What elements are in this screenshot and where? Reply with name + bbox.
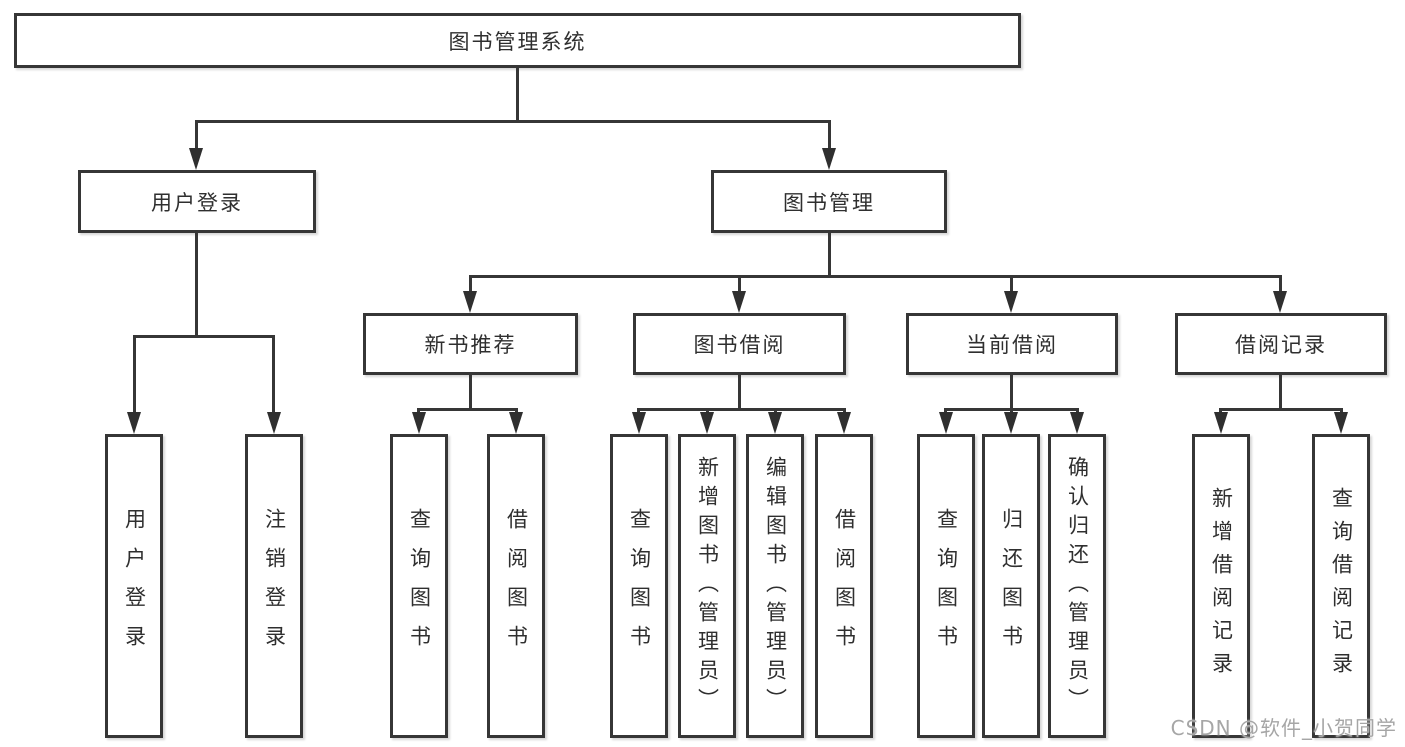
edge-line (195, 120, 831, 123)
node-library-system: 图书管理系统 (14, 13, 1021, 68)
edge-line (195, 120, 198, 150)
leaf-borrow-books-recommend: 借阅图书 (487, 434, 545, 738)
arrow-down-icon (1004, 412, 1018, 434)
leaf-label: 借阅图书 (504, 508, 529, 664)
edge-line (1010, 275, 1013, 293)
leaf-label: 新增借阅记录 (1209, 487, 1234, 685)
leaf-add-book-admin: 新增图书（管理员） (678, 434, 736, 738)
leaf-query-books-borrowing: 查询图书 (610, 434, 668, 738)
arrow-down-icon (732, 291, 746, 313)
leaf-return-books: 归还图书 (982, 434, 1040, 738)
leaf-label: 查询图书 (407, 508, 432, 664)
leaf-logout-login: 注销登录 (245, 434, 303, 738)
arrow-down-icon (1273, 291, 1287, 313)
edge-line (1279, 275, 1282, 293)
arrow-down-icon (463, 291, 477, 313)
leaf-label: 用户登录 (122, 508, 147, 664)
leaf-query-books-current: 查询图书 (917, 434, 975, 738)
edge-line (738, 375, 741, 409)
leaf-label: 借阅图书 (832, 508, 857, 664)
arrow-down-icon (822, 148, 836, 170)
edge-line (828, 233, 831, 277)
arrow-down-icon (509, 412, 523, 434)
leaf-label: 编辑图书（管理员） (763, 455, 788, 717)
edge-line (195, 233, 198, 336)
leaf-user-login: 用户登录 (105, 434, 163, 738)
leaf-label: 查询借阅记录 (1329, 487, 1354, 685)
leaf-label: 确认归还（管理员） (1065, 455, 1090, 717)
node-borrowing-records: 借阅记录 (1175, 313, 1387, 375)
leaf-add-borrow-record: 新增借阅记录 (1192, 434, 1250, 738)
arrow-down-icon (837, 412, 851, 434)
arrow-down-icon (267, 412, 281, 434)
arrow-down-icon (1214, 412, 1228, 434)
edge-line (828, 120, 831, 150)
arrow-down-icon (189, 148, 203, 170)
arrow-down-icon (768, 412, 782, 434)
edge-line (469, 275, 472, 293)
node-current-borrowing: 当前借阅 (906, 313, 1118, 375)
node-user-login: 用户登录 (78, 170, 316, 233)
edge-line (417, 408, 518, 411)
edge-line (738, 275, 741, 293)
arrow-down-icon (632, 412, 646, 434)
arrow-down-icon (700, 412, 714, 434)
edge-line (272, 335, 275, 413)
leaf-label: 查询图书 (934, 508, 959, 664)
edge-line (637, 408, 846, 411)
edge-line (469, 275, 1282, 278)
edge-line (1219, 408, 1343, 411)
node-book-management: 图书管理 (711, 170, 947, 233)
edge-line (1279, 375, 1282, 409)
leaf-label: 归还图书 (999, 508, 1024, 664)
arrow-down-icon (127, 412, 141, 434)
node-book-borrowing: 图书借阅 (633, 313, 846, 375)
edge-line (516, 68, 519, 120)
csdn-watermark: CSDN @软件_小贺同学 (1170, 716, 1397, 740)
arrow-down-icon (412, 412, 426, 434)
arrow-down-icon (1070, 412, 1084, 434)
arrow-down-icon (1004, 291, 1018, 313)
edge-line (1010, 375, 1013, 409)
arrow-down-icon (1334, 412, 1348, 434)
leaf-query-borrow-record: 查询借阅记录 (1312, 434, 1370, 738)
leaf-query-books-recommend: 查询图书 (390, 434, 448, 738)
leaf-borrow-books-borrowing: 借阅图书 (815, 434, 873, 738)
leaf-edit-book-admin: 编辑图书（管理员） (746, 434, 804, 738)
edge-line (133, 335, 136, 413)
node-new-book-recommend: 新书推荐 (363, 313, 578, 375)
arrow-down-icon (939, 412, 953, 434)
leaf-label: 注销登录 (262, 508, 287, 664)
leaf-confirm-return-admin: 确认归还（管理员） (1048, 434, 1106, 738)
edge-line (133, 335, 275, 338)
leaf-label: 查询图书 (627, 508, 652, 664)
edge-line (469, 375, 472, 409)
leaf-label: 新增图书（管理员） (695, 455, 720, 717)
